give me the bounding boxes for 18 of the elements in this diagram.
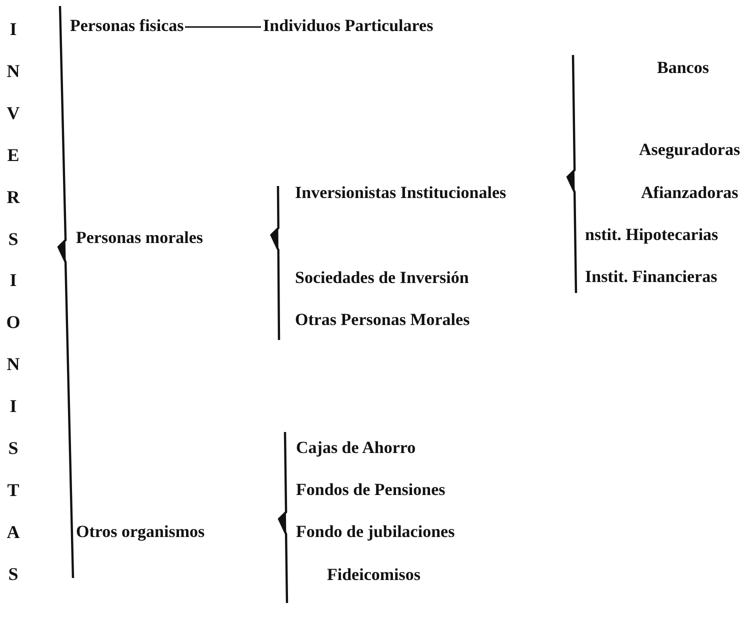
category-label: Afianzadoras xyxy=(641,183,738,203)
category-label: nstit. Hipotecarias xyxy=(585,225,718,245)
category-label: Fondo de jubilaciones xyxy=(296,522,455,542)
category-label: Personas fisicas xyxy=(70,16,184,36)
vertical-heading: INVERSIONISTAS xyxy=(6,9,20,596)
category-label: Cajas de Ahorro xyxy=(296,438,416,458)
category-label: Inversionistas Institucionales xyxy=(295,183,506,203)
category-label: Bancos xyxy=(657,58,709,78)
category-label: Otras Personas Morales xyxy=(295,310,470,330)
connector-line xyxy=(185,26,261,28)
category-label: Fondos de Pensiones xyxy=(296,480,446,500)
category-label: Otros organismos xyxy=(76,522,205,542)
category-label: Individuos Particulares xyxy=(263,16,434,36)
category-label: Fideicomisos xyxy=(327,565,420,585)
category-label: Personas morales xyxy=(76,228,204,248)
category-label: Sociedades de Inversión xyxy=(295,268,469,288)
category-label: Instit. Financieras xyxy=(585,267,718,287)
category-label: Aseguradoras xyxy=(639,140,740,160)
